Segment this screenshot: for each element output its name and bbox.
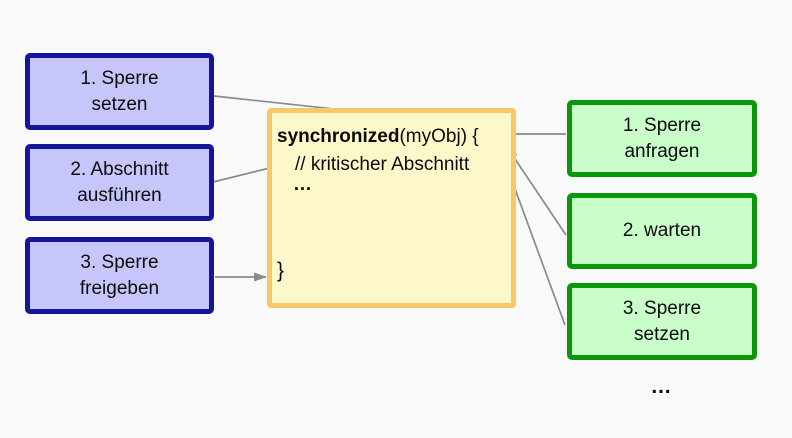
box-sperre-setzen: 1. Sperre setzen — [25, 53, 214, 130]
box-sperre-anfragen-label: 1. Sperre anfragen — [622, 114, 702, 162]
box-sperre-freigeben: 3. Sperre freigeben — [25, 237, 214, 314]
box-warten: 2. warten — [567, 193, 757, 269]
code-keyword: synchronized — [277, 126, 400, 147]
box-abschnitt-ausfuehren-label: 2. Abschnitt ausführen — [70, 158, 169, 206]
code-line-ellipsis: … — [293, 174, 312, 195]
box-sperre-setzen-label: 1. Sperre setzen — [80, 67, 159, 115]
more-steps-indicator: … — [650, 375, 674, 398]
box-sperre-setzen-right: 3. Sperre setzen — [567, 283, 757, 360]
code-line-closing-brace: } — [277, 259, 285, 282]
code-box — [267, 108, 516, 308]
code-line-synchronized: synchronized(myObj) { — [277, 126, 479, 148]
code-line-comment: // kritischer Abschnitt — [295, 154, 470, 175]
box-warten-label: 2. warten — [622, 220, 702, 241]
code-signature-rest: (myObj) { — [399, 126, 479, 147]
box-abschnitt-ausfuehren: 2. Abschnitt ausführen — [25, 144, 214, 221]
box-sperre-anfragen: 1. Sperre anfragen — [567, 100, 757, 177]
box-sperre-setzen-right-label: 3. Sperre setzen — [622, 297, 702, 345]
box-sperre-freigeben-label: 3. Sperre freigeben — [79, 251, 160, 299]
